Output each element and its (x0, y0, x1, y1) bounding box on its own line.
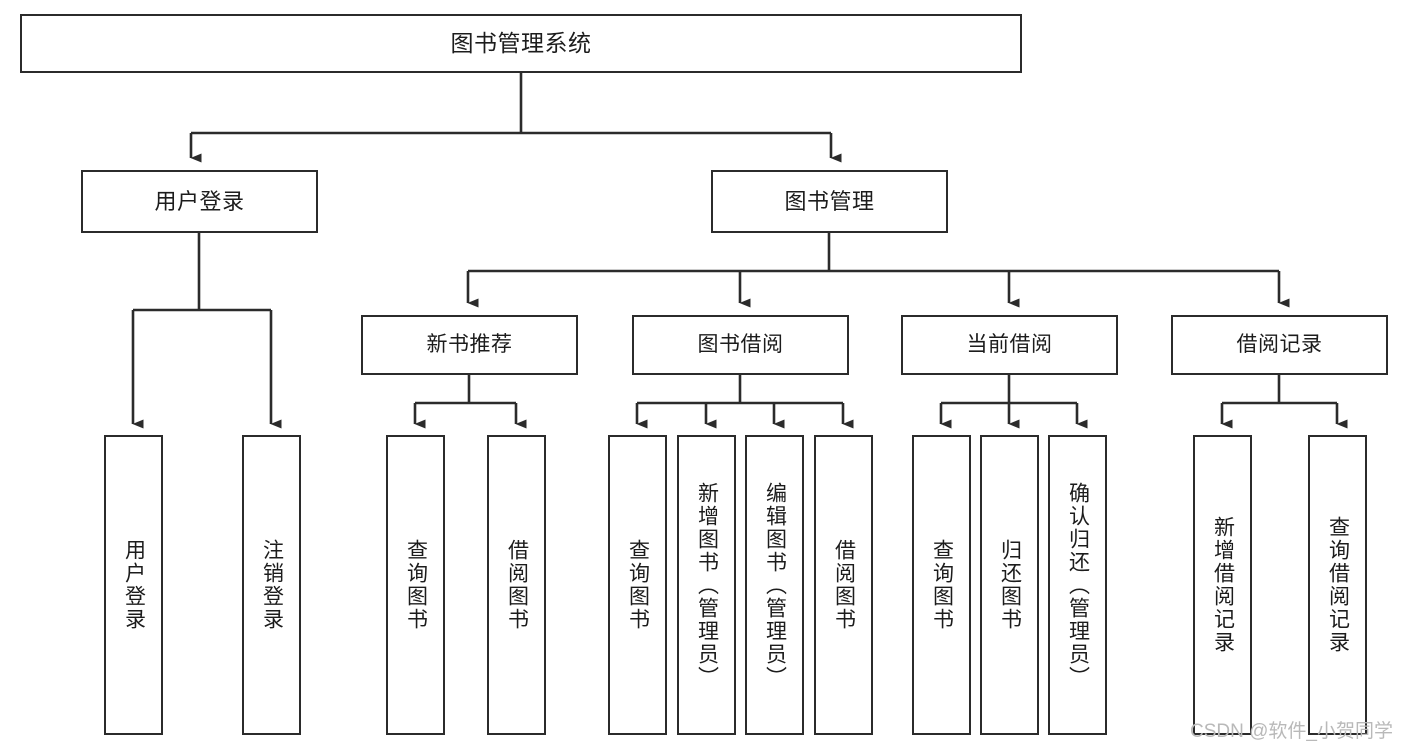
node-leaf-add-record-label: 新增借阅记录 (1211, 516, 1235, 654)
node-leaf-query-record[interactable]: 查询借阅记录 (1308, 435, 1367, 735)
node-leaf-borrow-book-2[interactable]: 借阅图书 (814, 435, 873, 735)
node-leaf-query-book-3[interactable]: 查询图书 (912, 435, 971, 735)
node-leaf-user-logout[interactable]: 注销登录 (242, 435, 301, 735)
node-leaf-query-book-3-label: 查询图书 (930, 539, 954, 631)
csdn-watermark: CSDN @软件_小贺同学 (1190, 721, 1393, 742)
node-leaf-borrow-book-1-label: 借阅图书 (505, 539, 529, 631)
node-user-login[interactable]: 用户登录 (81, 170, 318, 233)
node-leaf-add-book-label: 新增图书（管理员） (695, 481, 719, 689)
node-leaf-confirm-return-label: 确认归还（管理员） (1066, 481, 1090, 689)
node-leaf-user-login-label: 用户登录 (122, 539, 146, 631)
node-book-manage-label: 图书管理 (784, 188, 875, 214)
node-book-borrow[interactable]: 图书借阅 (632, 315, 849, 375)
node-leaf-edit-book-label: 编辑图书（管理员） (763, 481, 787, 689)
node-borrow-record-label: 借阅记录 (1236, 332, 1323, 356)
node-leaf-borrow-book-1[interactable]: 借阅图书 (487, 435, 546, 735)
node-leaf-query-record-label: 查询借阅记录 (1326, 516, 1350, 654)
node-root-label: 图书管理系统 (450, 30, 592, 57)
node-book-borrow-label: 图书借阅 (697, 332, 784, 356)
node-leaf-return-book-label: 归还图书 (998, 539, 1022, 631)
node-leaf-query-book-1-label: 查询图书 (404, 539, 428, 631)
node-new-book-recommend[interactable]: 新书推荐 (361, 315, 578, 375)
node-user-login-label: 用户登录 (154, 188, 245, 214)
node-borrow-record[interactable]: 借阅记录 (1171, 315, 1388, 375)
node-root[interactable]: 图书管理系统 (20, 14, 1022, 73)
node-leaf-user-logout-label: 注销登录 (260, 539, 284, 631)
node-current-borrow-label: 当前借阅 (966, 332, 1053, 356)
node-leaf-return-book[interactable]: 归还图书 (980, 435, 1039, 735)
node-new-book-recommend-label: 新书推荐 (426, 332, 513, 356)
node-leaf-borrow-book-2-label: 借阅图书 (832, 539, 856, 631)
node-leaf-query-book-2-label: 查询图书 (626, 539, 650, 631)
node-leaf-query-book-1[interactable]: 查询图书 (386, 435, 445, 735)
node-leaf-add-book[interactable]: 新增图书（管理员） (677, 435, 736, 735)
node-leaf-edit-book[interactable]: 编辑图书（管理员） (745, 435, 804, 735)
node-leaf-query-book-2[interactable]: 查询图书 (608, 435, 667, 735)
node-leaf-user-login[interactable]: 用户登录 (104, 435, 163, 735)
node-leaf-confirm-return[interactable]: 确认归还（管理员） (1048, 435, 1107, 735)
node-leaf-add-record[interactable]: 新增借阅记录 (1193, 435, 1252, 735)
node-book-manage[interactable]: 图书管理 (711, 170, 948, 233)
node-current-borrow[interactable]: 当前借阅 (901, 315, 1118, 375)
